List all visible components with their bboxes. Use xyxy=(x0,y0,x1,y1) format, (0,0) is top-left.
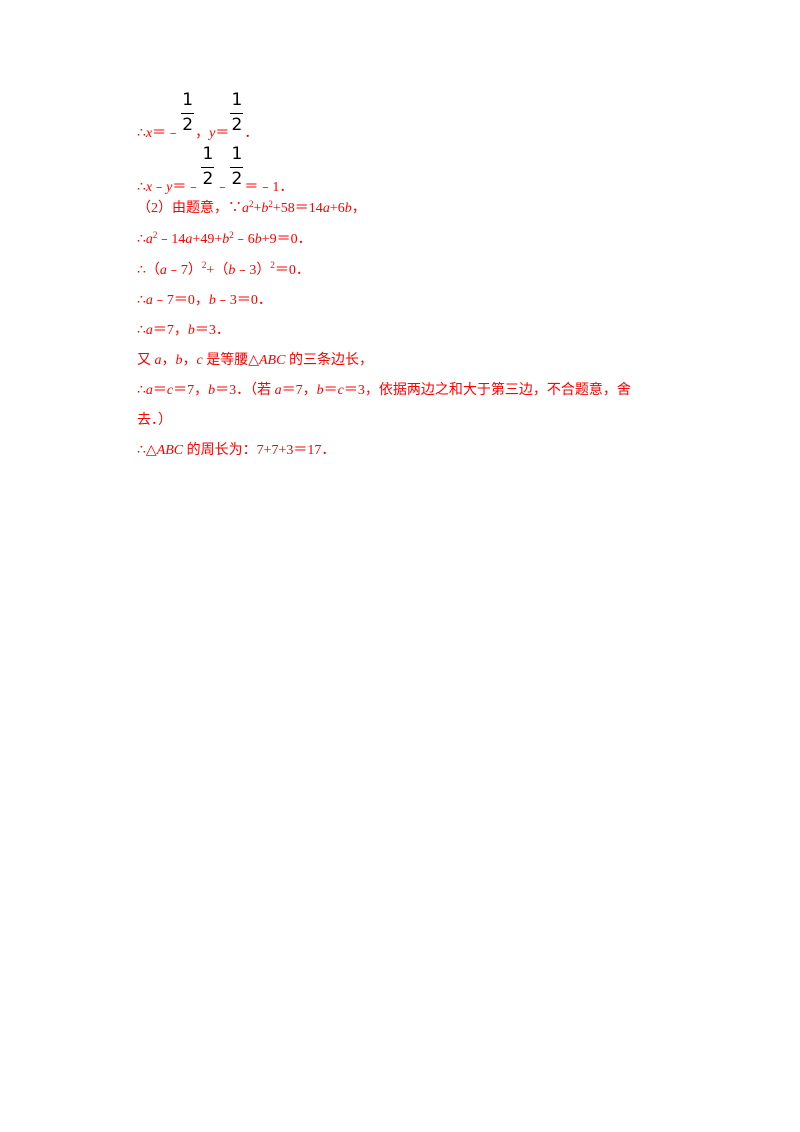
solution-line-expanded: ∴a2﹣14a+49+b2﹣6b+9＝0． xyxy=(137,230,312,248)
solution-line-perimeter: ∴△ABC 的周长为：7+7+3＝17． xyxy=(137,443,336,458)
var-y: y xyxy=(209,126,216,141)
solution-line-squares: ∴（a﹣7）2+（b﹣3）2＝0． xyxy=(137,260,310,278)
solution-line-side-lengths: ∴a＝c＝7，b＝3．（若 a＝7，b＝c＝3，依据两边之和大于第三边，不合题意… xyxy=(137,383,631,398)
solution-line-continuation: 去．） xyxy=(137,413,172,428)
therefore-symbol: ∴ xyxy=(137,126,146,141)
solution-line-isosceles: 又 a，b，c 是等腰△ABC 的三条边长， xyxy=(137,353,373,368)
solution-line-zero-terms: ∴a﹣7＝0，b﹣3＝0． xyxy=(137,293,272,308)
var-x: x xyxy=(145,126,153,141)
solution-line-part2-given: （2）由题意，∵a2+b2+58＝14a+6b， xyxy=(137,199,366,217)
solution-line-a-b-values: ∴a＝7，b＝3． xyxy=(137,323,230,338)
therefore-symbol: ∴ xyxy=(137,180,146,195)
